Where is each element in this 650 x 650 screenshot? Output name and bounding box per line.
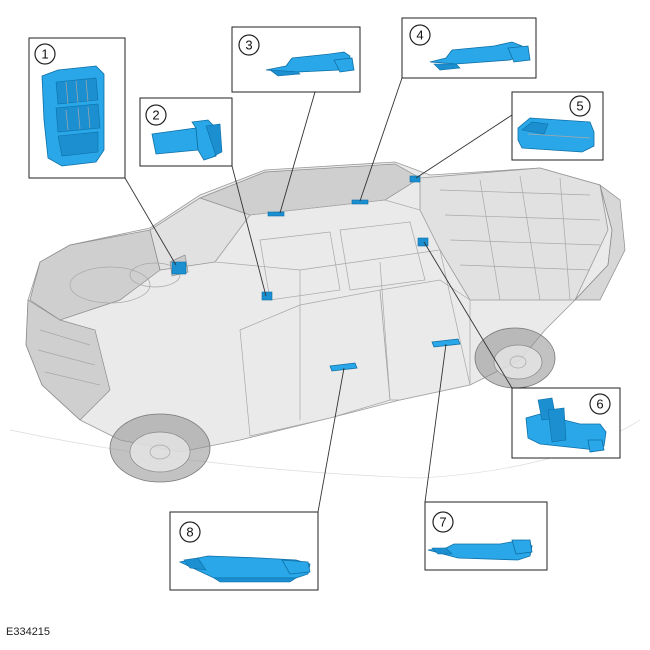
callout-8: 8 (169, 511, 319, 591)
body-control-module-icon (41, 65, 105, 167)
bcm-location-marker (171, 261, 187, 275)
callout-number: 2 (152, 108, 159, 123)
callout-3: 3 (231, 26, 361, 93)
callout-number: 8 (186, 525, 193, 540)
door-handle-antenna-icon (265, 51, 355, 77)
door-handle-antenna-icon (178, 555, 311, 583)
module-6-location-marker (417, 237, 429, 247)
callout-number: 7 (439, 515, 446, 530)
front-antenna-location-marker (267, 211, 285, 217)
rear-door-outline (379, 279, 471, 401)
leader-lines (124, 77, 513, 513)
callout-number: 6 (596, 397, 603, 412)
callout-number: 1 (41, 47, 48, 62)
module-5-location-marker (409, 175, 421, 183)
callout-6: 6 (511, 387, 621, 459)
front-grille (25, 299, 111, 421)
hood (29, 229, 161, 321)
front-door-handle-location-marker (329, 362, 358, 372)
callout-2: 2 (139, 97, 233, 167)
module-5-icon (517, 117, 595, 153)
tailgate (574, 184, 626, 301)
callout-5: 5 (511, 91, 604, 161)
figure-id-label: E334215 (6, 626, 51, 638)
module-2-location-marker (261, 291, 273, 301)
module-bracket-icon (151, 119, 223, 161)
rear-door-handle-location-marker (431, 338, 461, 348)
callout-number: 5 (576, 99, 583, 114)
callout-7: 7 (424, 501, 548, 571)
door-handle-antenna-icon (427, 539, 533, 561)
callout-1: 1 (28, 37, 126, 179)
vehicle-illustration (9, 161, 641, 483)
module-6-icon (525, 397, 607, 453)
callout-number: 3 (245, 38, 252, 53)
callout-number: 4 (416, 28, 423, 43)
door-handle-antenna-icon (429, 41, 531, 71)
callout-4: 4 (401, 17, 537, 79)
